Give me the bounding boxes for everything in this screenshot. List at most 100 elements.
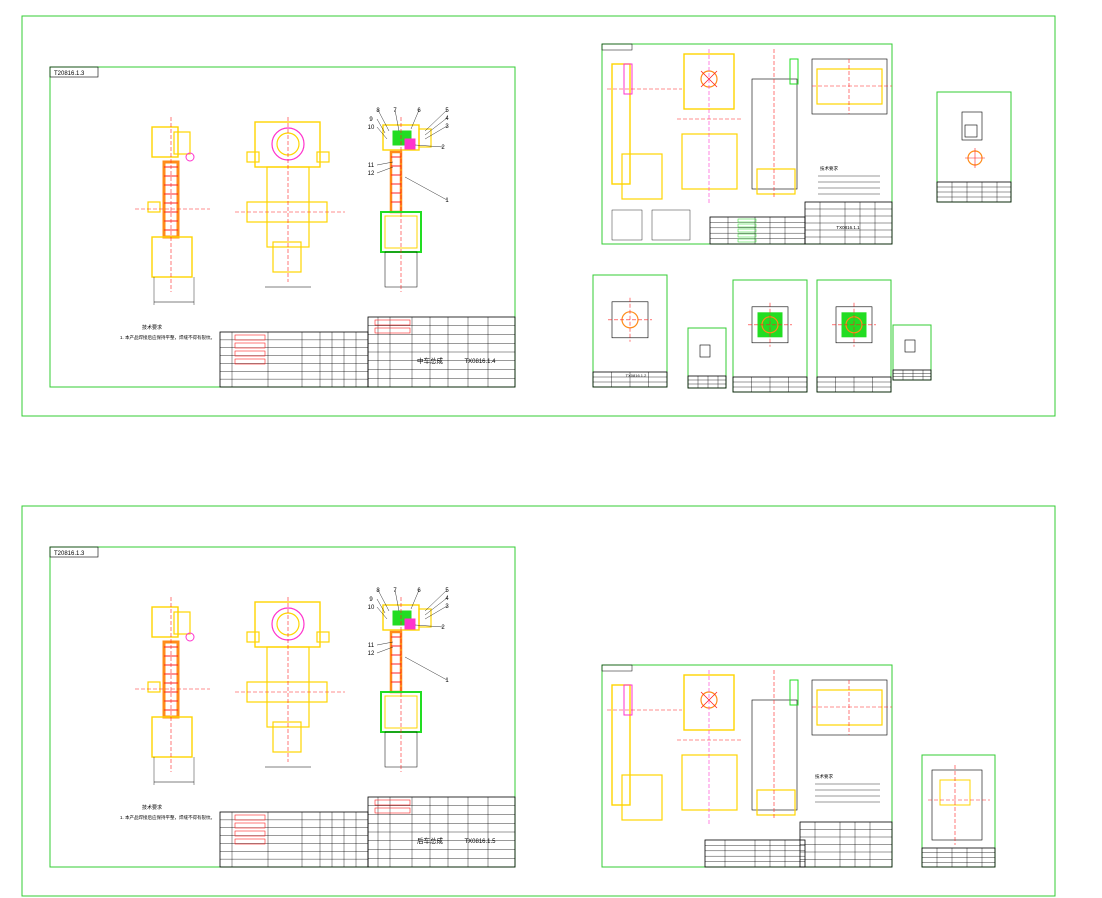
callout-2: 2 (441, 145, 445, 151)
side-view-base (151, 716, 193, 758)
frame-right-outline (751, 699, 798, 811)
frame-right-base (756, 168, 796, 195)
small-part-number: TX0816.1.2 (626, 373, 647, 378)
side-view-base (151, 236, 193, 278)
section-column (389, 630, 403, 694)
side-view-bracket (173, 131, 191, 155)
leader-line (376, 646, 394, 654)
callout-12: 12 (368, 171, 375, 177)
callout-5: 5 (445, 588, 449, 594)
leader-line (424, 597, 448, 616)
side-view-top-housing (151, 606, 179, 638)
frame-right-green (789, 58, 799, 85)
callout-3: 3 (445, 124, 449, 130)
callout-11: 11 (368, 163, 375, 169)
bracket-outline (961, 111, 983, 141)
part-list-entry (737, 238, 757, 243)
callout-1: 1 (445, 678, 449, 684)
section-magenta-part (404, 138, 416, 150)
front-view-foot (272, 721, 302, 753)
frame-left-base (621, 774, 663, 821)
front-view-ear (246, 151, 260, 163)
part-sheet-frame (892, 324, 932, 381)
part-sheet-frame (601, 43, 893, 245)
corner-tab (49, 546, 99, 558)
leader-line (394, 109, 400, 132)
part-list-entry (234, 838, 266, 845)
front-view-ear (316, 151, 330, 163)
frame-right-outline (751, 78, 798, 190)
part-list-entry (234, 350, 266, 357)
bottom-frame (21, 505, 1056, 897)
leader-line (414, 624, 444, 628)
side-view-hub (185, 632, 195, 642)
bracket-inner (964, 124, 978, 138)
part-outline (699, 344, 711, 358)
corner-tab (49, 66, 99, 78)
title-block (687, 375, 727, 389)
callout-10: 10 (368, 605, 375, 611)
assembly-title: 后车总成 (417, 836, 444, 845)
callout-8: 8 (376, 588, 380, 594)
top-frame (21, 15, 1056, 417)
part-list-entry (234, 814, 266, 821)
part-sheet-frame (921, 754, 996, 868)
callout-12: 12 (368, 651, 375, 657)
frame-plan-outline (811, 58, 888, 115)
leader-line (376, 126, 388, 140)
leader-line (376, 606, 388, 620)
frame-plan-inner (816, 68, 883, 105)
part-list-entry (737, 223, 757, 228)
leader-line (394, 589, 400, 612)
frame-left-base (621, 153, 663, 200)
part-list-entry (374, 327, 411, 334)
callout-9: 9 (369, 597, 373, 603)
front-view-ear (316, 631, 330, 643)
frame-center-body (681, 754, 738, 811)
part-sheet-frame (687, 327, 727, 389)
callout-9: 9 (369, 117, 373, 123)
leader-line (376, 641, 394, 646)
section-side-lug (418, 608, 432, 628)
part-list-entry (374, 807, 411, 814)
callout-5: 5 (445, 108, 449, 114)
callout-7: 7 (393, 588, 397, 594)
part-sheet-tab (601, 43, 633, 51)
part-list-entry (737, 228, 757, 233)
frame-right-green (789, 679, 799, 706)
leader-line (424, 117, 448, 136)
frame-left-rail (611, 684, 631, 806)
part-list-entry (234, 334, 266, 341)
note-heading: 技术要求 (815, 773, 833, 780)
part-list-entry (234, 342, 266, 349)
tech-req-heading: 技术要求 (142, 804, 162, 811)
frame-part-number: TX0816.1.1 (836, 225, 860, 230)
front-view-ear (246, 631, 260, 643)
leader-line (410, 109, 420, 130)
detail-view (651, 209, 691, 241)
callout-3: 3 (445, 604, 449, 610)
callout-2: 2 (441, 625, 445, 631)
leader-line (404, 176, 448, 201)
part-list-entry (737, 218, 757, 223)
side-view-top-housing (151, 126, 179, 158)
leader-line (377, 109, 390, 132)
front-view-foot (272, 241, 302, 273)
section-column (389, 150, 403, 214)
part-list-entry (234, 822, 266, 829)
callout-4: 4 (445, 596, 449, 602)
drawing-number: TX0816.1.4 (464, 359, 496, 365)
tech-req-line: 1. 本产品焊接后应保持平整，焊缝不得有裂纹。 (120, 814, 215, 821)
callout-6: 6 (417, 108, 421, 114)
tech-req-heading: 技术要求 (142, 324, 162, 331)
title-block (892, 369, 932, 381)
tech-req-line: 1. 本产品焊接后应保持平整，焊缝不得有裂纹。 (120, 334, 215, 341)
leader-line (376, 161, 394, 166)
leader-line (376, 598, 386, 614)
part-sheet-frame (936, 91, 1012, 203)
callout-6: 6 (417, 588, 421, 594)
